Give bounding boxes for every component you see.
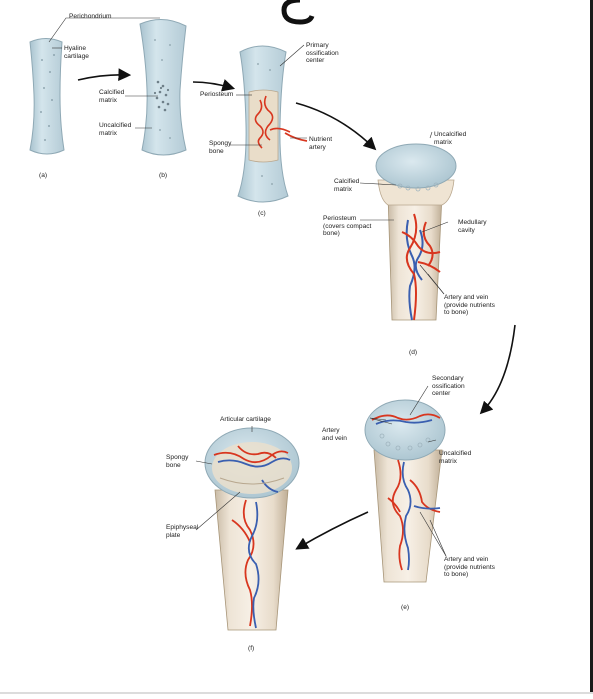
label-uncalcified-matrix-d: Uncalcified matrix [434,131,467,146]
caption-b: (b) [159,172,168,179]
stage-b-calcifying-cartilage [139,19,187,156]
arrow-d-to-e [479,324,516,415]
label-articular-cartilage: Articular cartilage [220,416,271,423]
label-hyaline-cartilage: Hyaline cartilage [64,45,89,60]
caption-c: (c) [258,210,266,217]
caption-e: (e) [401,604,410,611]
arrow-a-to-b [77,68,132,81]
label-calcified-matrix-d: Calcified matrix [334,178,360,193]
label-spongy-bone-f: Spongy bone [166,454,189,469]
label-artery-vein-e: Artery and vein (provide nutrients to bo… [444,556,495,579]
label-secondary-ossification-center: Secondary ossification center [432,375,465,398]
arrow-c-to-d [295,102,377,151]
label-perichondrium: Perichondrium [69,13,112,20]
label-periosteum-d: Periosteum (covers compact bone) [323,215,372,238]
label-spongy-bone-c: Spongy bone [209,140,232,155]
label-uncalcified-matrix-e: Uncalcified matrix [439,450,472,465]
label-epiphyseal-plate: Epiphyseal plate [166,524,199,539]
stage-f-mature-bone [204,427,300,631]
label-medullary-cavity: Medullary cavity [458,219,487,234]
stage-e-secondary-ossification [364,399,446,583]
label-artery-and-vein-e: Artery and vein [322,427,347,442]
label-nutrient-artery: Nutrient artery [309,136,333,151]
caption-a: (a) [39,172,48,179]
top-fragment [281,0,315,25]
window-edge-bottom [0,692,593,694]
window-edge-right [590,0,593,694]
label-artery-vein-d: Artery and vein (provide nutrients to bo… [444,294,495,317]
label-uncalcified-matrix-b: Uncalcified matrix [99,122,132,137]
stage-a-cartilage-model [29,38,65,155]
stage-d-medullary-cavity [375,143,457,321]
caption-d: (d) [409,349,418,356]
stage-c-primary-ossification [237,45,308,203]
leader-lines [48,17,449,557]
arrow-e-to-f [295,511,369,550]
label-primary-ossification-center: Primary ossification center [306,42,339,65]
label-periosteum-c: Periosteum [200,91,234,98]
caption-f: (f) [248,645,255,652]
label-calcified-matrix-b: Calcified matrix [99,89,125,104]
arrow-b-to-c [192,79,236,92]
progression-arrows [77,68,516,550]
